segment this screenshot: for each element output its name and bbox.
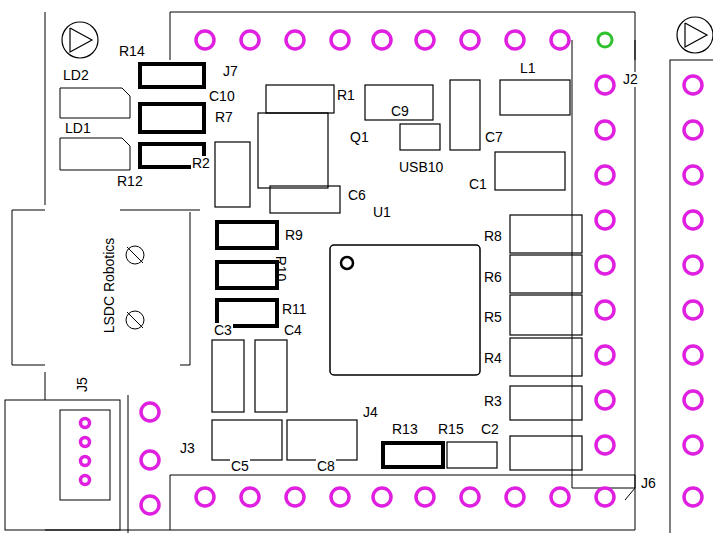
part-label: J6 [640, 476, 657, 491]
header-pad [416, 31, 434, 49]
header-pad [596, 256, 614, 274]
part-label: R11 [281, 302, 308, 317]
header-pad [81, 476, 90, 485]
part-label: C1 [468, 177, 488, 192]
part-label: J5 [74, 376, 89, 393]
part-label: R9 [284, 228, 304, 243]
header-pad [596, 166, 614, 184]
header-pad [684, 256, 702, 274]
header-pad [596, 436, 614, 454]
header-pad [596, 121, 614, 139]
part-label: C3 [213, 323, 233, 338]
part-label: R2 [191, 156, 211, 171]
header-pad [286, 31, 304, 49]
part-label: J2 [622, 72, 639, 87]
header-pad [196, 31, 214, 49]
header-pad [684, 76, 702, 94]
part-label: LD1 [64, 121, 92, 136]
part-label: R5 [483, 310, 503, 325]
header-pad [684, 346, 702, 364]
part-label: J7 [222, 64, 239, 79]
part-label: R3 [483, 394, 503, 409]
part-label: R15 [437, 422, 465, 437]
part-label: J3 [179, 441, 196, 456]
header-pad [141, 496, 159, 514]
header-pad [596, 346, 614, 364]
part-label: R7 [214, 110, 234, 125]
header-pad [684, 301, 702, 319]
part-label: R10 [274, 254, 289, 282]
header-pad [461, 488, 479, 506]
part-label: USB10 [398, 160, 444, 175]
header-pad [506, 31, 524, 49]
header-pad [506, 488, 524, 506]
header-pad [684, 211, 702, 229]
part-label: R1 [336, 88, 356, 103]
header-pad [141, 403, 159, 421]
header-pad [684, 391, 702, 409]
part-label: R12 [116, 174, 144, 189]
part-label: R13 [391, 422, 419, 437]
header-pad [373, 31, 391, 49]
header-pad [241, 31, 259, 49]
part-label: U1 [372, 205, 392, 220]
part-label: R14 [118, 44, 146, 59]
header-pad [596, 301, 614, 319]
header-pad [684, 488, 702, 506]
header-pad [684, 436, 702, 454]
header-pad [684, 166, 702, 184]
part-label: Q1 [349, 130, 370, 145]
header-pad [416, 488, 434, 506]
header-pad [551, 31, 569, 49]
part-label: C6 [347, 188, 367, 203]
header-pad [596, 76, 614, 94]
header-pad [596, 391, 614, 409]
part-label: R4 [483, 351, 503, 366]
part-label: C2 [480, 422, 500, 437]
part-label: LD2 [62, 68, 90, 83]
header-pad [331, 31, 349, 49]
header-pad [196, 488, 214, 506]
part-label: C4 [283, 323, 303, 338]
header-pad [373, 488, 391, 506]
part-label: J4 [362, 405, 379, 420]
part-label: LSDC Robotics [102, 236, 117, 334]
header-pad [241, 488, 259, 506]
header-pad [551, 488, 569, 506]
part-label: R6 [483, 270, 503, 285]
header-pad [81, 457, 90, 466]
header-pad [141, 451, 159, 469]
part-label: C8 [316, 459, 336, 474]
header-pad [331, 488, 349, 506]
header-pad [684, 121, 702, 139]
part-label: R8 [483, 229, 503, 244]
header-pad [286, 488, 304, 506]
header-pad [461, 31, 479, 49]
part-label: L1 [519, 61, 537, 76]
part-label: C10 [208, 89, 236, 104]
part-label: C7 [484, 130, 504, 145]
header-pad [596, 211, 614, 229]
header-pad [81, 419, 90, 428]
part-label: C9 [390, 104, 410, 119]
header-pad [81, 438, 90, 447]
part-label: C5 [230, 459, 250, 474]
header-pad [596, 488, 614, 506]
